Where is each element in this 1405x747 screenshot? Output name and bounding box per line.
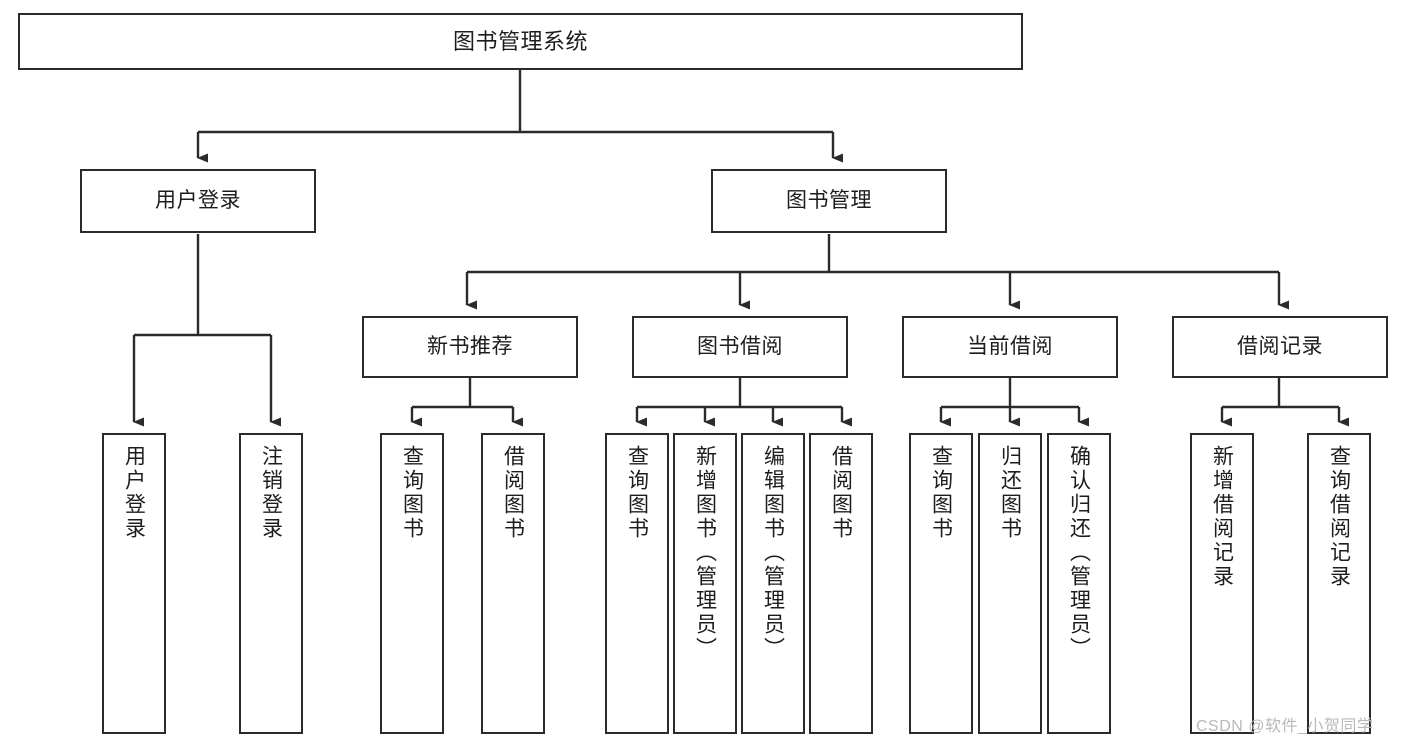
node-label: 编辑图书（管理员）	[761, 445, 785, 661]
leaf-record-add-record[interactable]: 新增借阅记录	[1190, 433, 1254, 734]
node-label: 查询图书	[625, 445, 649, 541]
node-label: 查询图书	[929, 445, 953, 541]
leaf-record-query-record[interactable]: 查询借阅记录	[1307, 433, 1371, 734]
node-book-borrow[interactable]: 图书借阅	[632, 316, 848, 378]
node-label: 借阅记录	[1237, 334, 1323, 358]
leaf-user-login-logout[interactable]: 注销登录	[239, 433, 303, 734]
node-label: 查询借阅记录	[1327, 445, 1351, 589]
node-book-management[interactable]: 图书管理	[711, 169, 947, 233]
leaf-current-query-book[interactable]: 查询图书	[909, 433, 973, 734]
node-label: 当前借阅	[967, 334, 1053, 358]
leaf-current-confirm-return-admin[interactable]: 确认归还（管理员）	[1047, 433, 1111, 734]
leaf-borrow-borrow-book[interactable]: 借阅图书	[809, 433, 873, 734]
node-label: 归还图书	[998, 445, 1022, 541]
leaf-borrow-edit-book-admin[interactable]: 编辑图书（管理员）	[741, 433, 805, 734]
leaf-borrow-query-book[interactable]: 查询图书	[605, 433, 669, 734]
node-user-login[interactable]: 用户登录	[80, 169, 316, 233]
node-label: 借阅图书	[829, 445, 853, 541]
node-label: 图书管理系统	[452, 28, 588, 54]
watermark-text: CSDN @软件_小贺同学	[1196, 718, 1374, 735]
node-current-borrow[interactable]: 当前借阅	[902, 316, 1118, 378]
node-label: 图书借阅	[697, 334, 783, 358]
node-label: 图书管理	[786, 188, 872, 212]
node-borrow-record[interactable]: 借阅记录	[1172, 316, 1388, 378]
node-root-system[interactable]: 图书管理系统	[18, 13, 1023, 70]
leaf-recommend-borrow-book[interactable]: 借阅图书	[481, 433, 545, 734]
node-label: 查询图书	[400, 445, 424, 541]
node-label: 注销登录	[259, 445, 283, 541]
node-label: 借阅图书	[501, 445, 525, 541]
leaf-recommend-query-book[interactable]: 查询图书	[380, 433, 444, 734]
leaf-borrow-add-book-admin[interactable]: 新增图书（管理员）	[673, 433, 737, 734]
node-label: 新书推荐	[427, 334, 513, 358]
leaf-current-return-book[interactable]: 归还图书	[978, 433, 1042, 734]
node-label: 确认归还（管理员）	[1067, 445, 1091, 661]
node-label: 用户登录	[122, 445, 146, 541]
node-label: 用户登录	[155, 188, 241, 212]
node-label: 新增借阅记录	[1210, 445, 1234, 589]
node-new-book-recommend[interactable]: 新书推荐	[362, 316, 578, 378]
leaf-user-login-login[interactable]: 用户登录	[102, 433, 166, 734]
node-label: 新增图书（管理员）	[693, 445, 717, 661]
